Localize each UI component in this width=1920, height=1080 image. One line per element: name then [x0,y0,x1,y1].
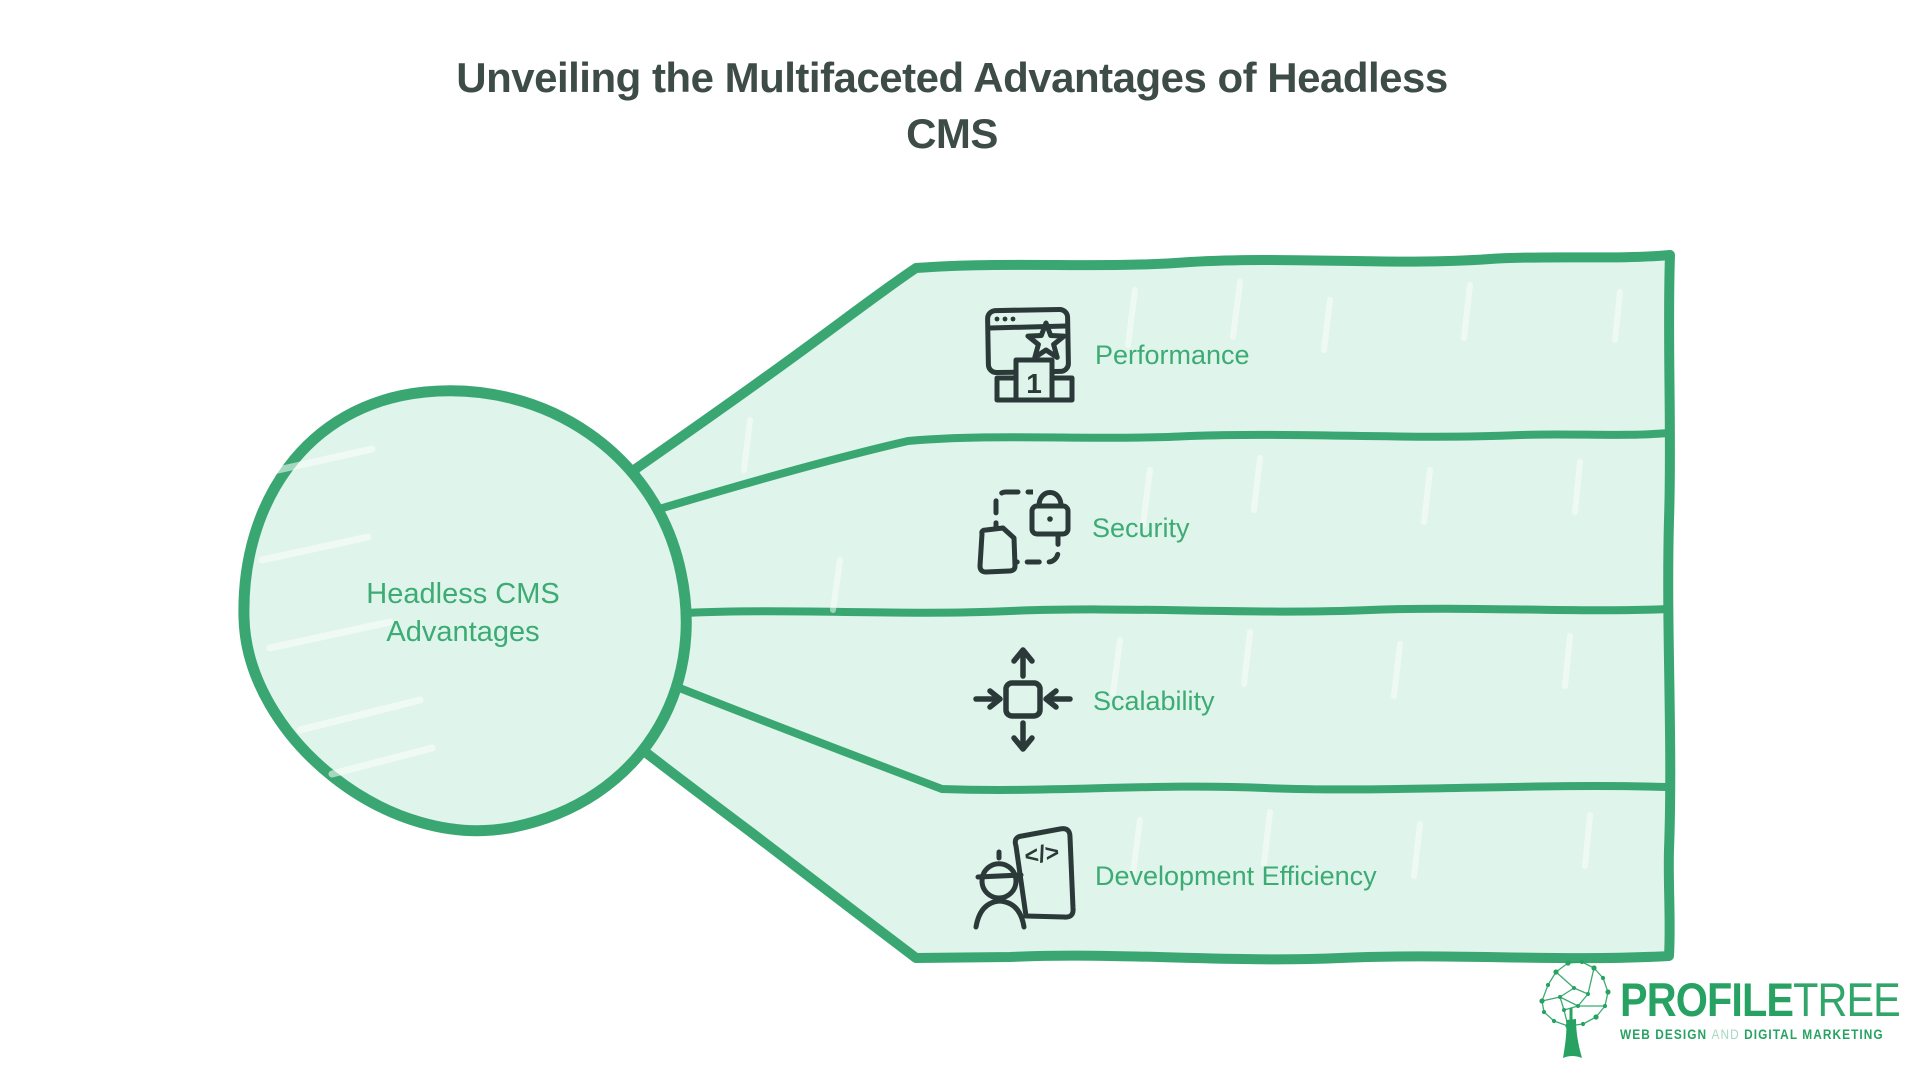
performance-icon: 1 [985,306,1075,403]
separator-performance-security [652,429,1672,514]
podium-rank-label: 1 [1026,368,1042,399]
logo-wordmark-profile: PROFILE [1620,973,1794,1026]
branch-label-development-efficiency: Development Efficiency [1095,861,1377,891]
central-node-label-line-2: Advantages [386,616,540,648]
security-icon [977,484,1071,575]
central-node [238,385,692,837]
file-shape [977,525,1018,575]
profiletree-logo: PROFILETREE WEB DESIGN AND DIGITAL MARKE… [1536,975,1906,1070]
separator-security-scalability [680,604,1672,617]
logo-tagline: WEB DESIGN AND DIGITAL MARKETING [1620,1027,1900,1043]
star-shape [1025,320,1067,360]
scalability-icon [973,647,1073,752]
central-node-label-line-1: Headless CMS [366,578,560,610]
band-separators [652,429,1672,794]
separator-scalability-development [668,681,1672,794]
branch-fan [629,250,1676,965]
tree-logo-icon [1539,959,1611,1058]
logo-wordmark: PROFILETREE [1620,973,1901,1026]
logo-wordmark-tree: TREE [1793,973,1901,1026]
page-title: Unveiling the Multifaceted Advantages of… [0,50,1904,162]
branch-label-performance: Performance [1095,340,1250,370]
page-title-line-2: CMS [906,110,998,157]
development-efficiency-icon: </> [973,826,1076,930]
central-circle-shape [238,385,692,837]
page-title-line-1: Unveiling the Multifaceted Advantages of… [456,54,1448,101]
logo-tagline-and: AND [1711,1027,1740,1042]
logo-tagline-marketing: DIGITAL MARKETING [1744,1027,1884,1042]
branch-label-security: Security [1092,513,1190,543]
code-sheet-shape [1012,826,1076,920]
branch-label-scalability: Scalability [1093,686,1215,716]
central-node-label: Headless CMS Advantages [313,575,613,651]
code-glyph: </> [1023,839,1061,871]
band-texture-streaks [741,279,1623,879]
logo-tagline-webdesign: WEB DESIGN [1620,1027,1708,1042]
circle-texture-streaks [258,445,436,778]
